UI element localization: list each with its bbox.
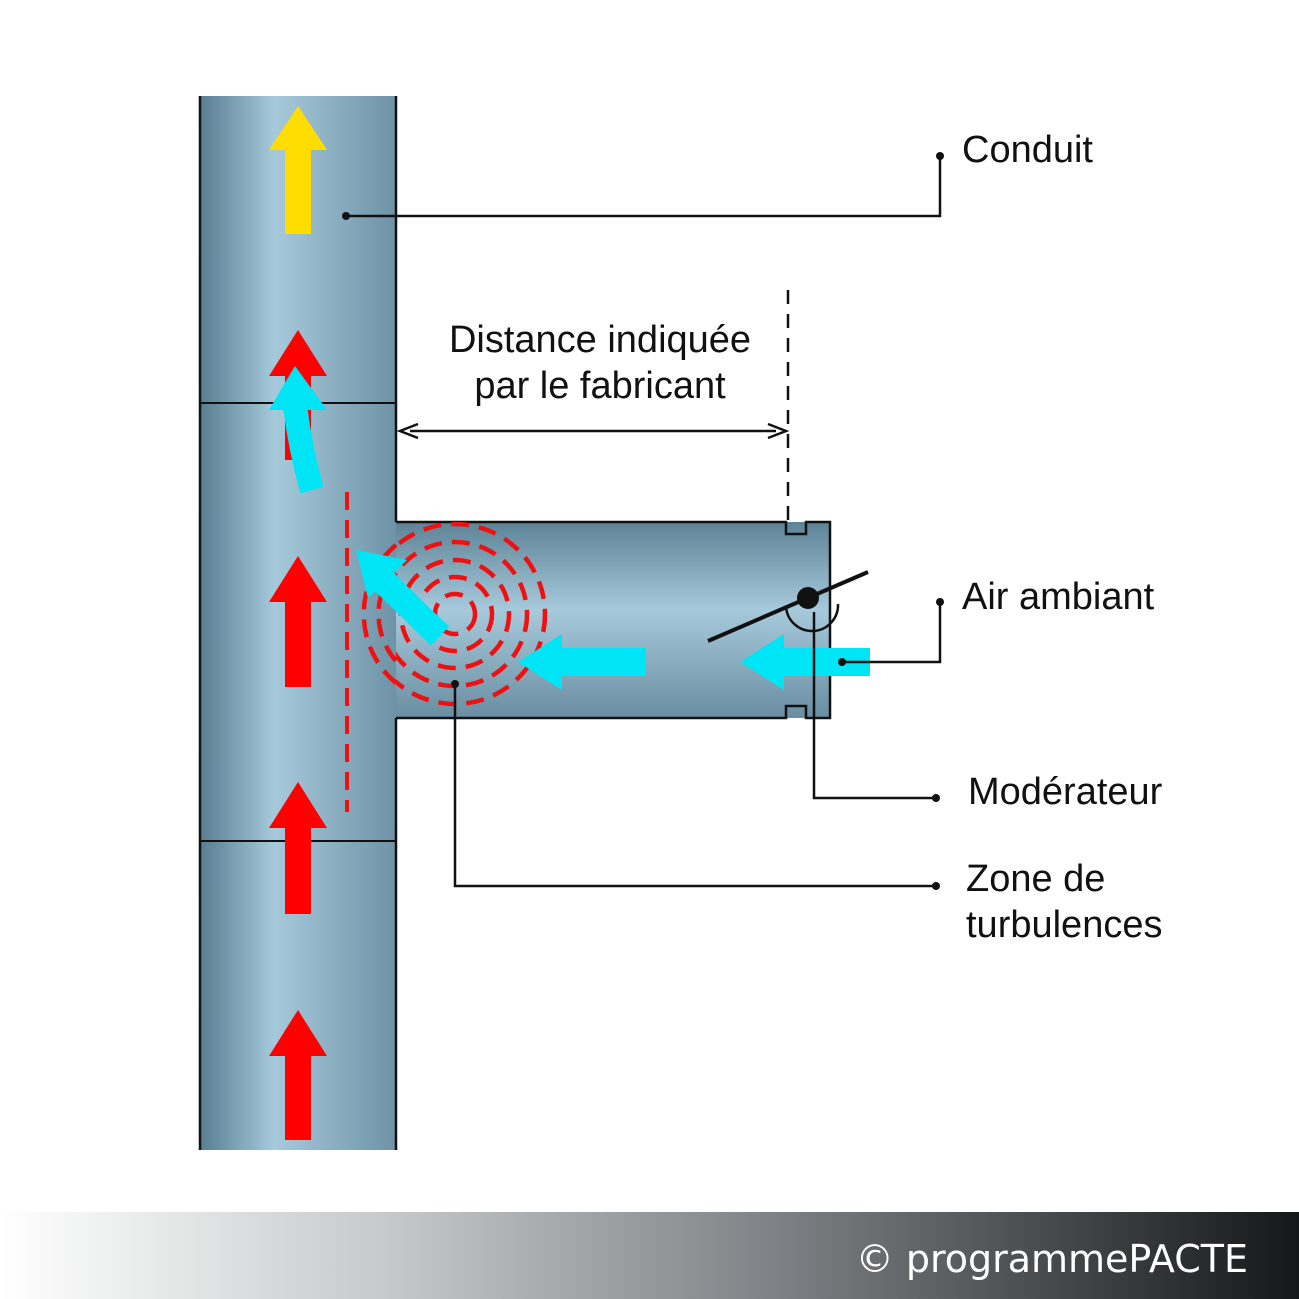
label-distance-line1: Distance indiquée <box>449 319 751 361</box>
label-distance-line2: par le fabricant <box>474 365 726 407</box>
damper-icon <box>707 570 869 643</box>
hot-air-arrow <box>269 1010 327 1140</box>
leader-moderateur <box>812 612 936 800</box>
copyright-band: © programmePACTE <box>0 1212 1299 1299</box>
label-air-ambiant: Air ambiant <box>962 576 1155 618</box>
ambient-air-arrow-branch <box>518 634 646 690</box>
label-conduit: Conduit <box>962 129 1093 171</box>
label-zone-line1: Zone de <box>966 858 1105 900</box>
leader-zone-turbulences <box>453 684 936 888</box>
hot-air-arrow <box>269 556 327 687</box>
distance-dimension <box>396 290 790 522</box>
leader-air-ambiant <box>842 602 942 664</box>
ambient-air-arrow-inlet <box>740 634 870 690</box>
copyright-text: © programmePACTE <box>856 1237 1248 1281</box>
horizontal-branch-pipe <box>396 520 832 720</box>
flue-exit-arrow <box>269 106 327 234</box>
hot-air-arrow <box>269 782 327 914</box>
label-moderateur: Modérateur <box>968 771 1163 813</box>
ambient-air-arrow-rising <box>269 366 327 494</box>
label-zone-line2: turbulences <box>966 904 1162 946</box>
leader-conduit <box>346 156 942 218</box>
ambient-air-arrow-mixing <box>356 550 450 646</box>
